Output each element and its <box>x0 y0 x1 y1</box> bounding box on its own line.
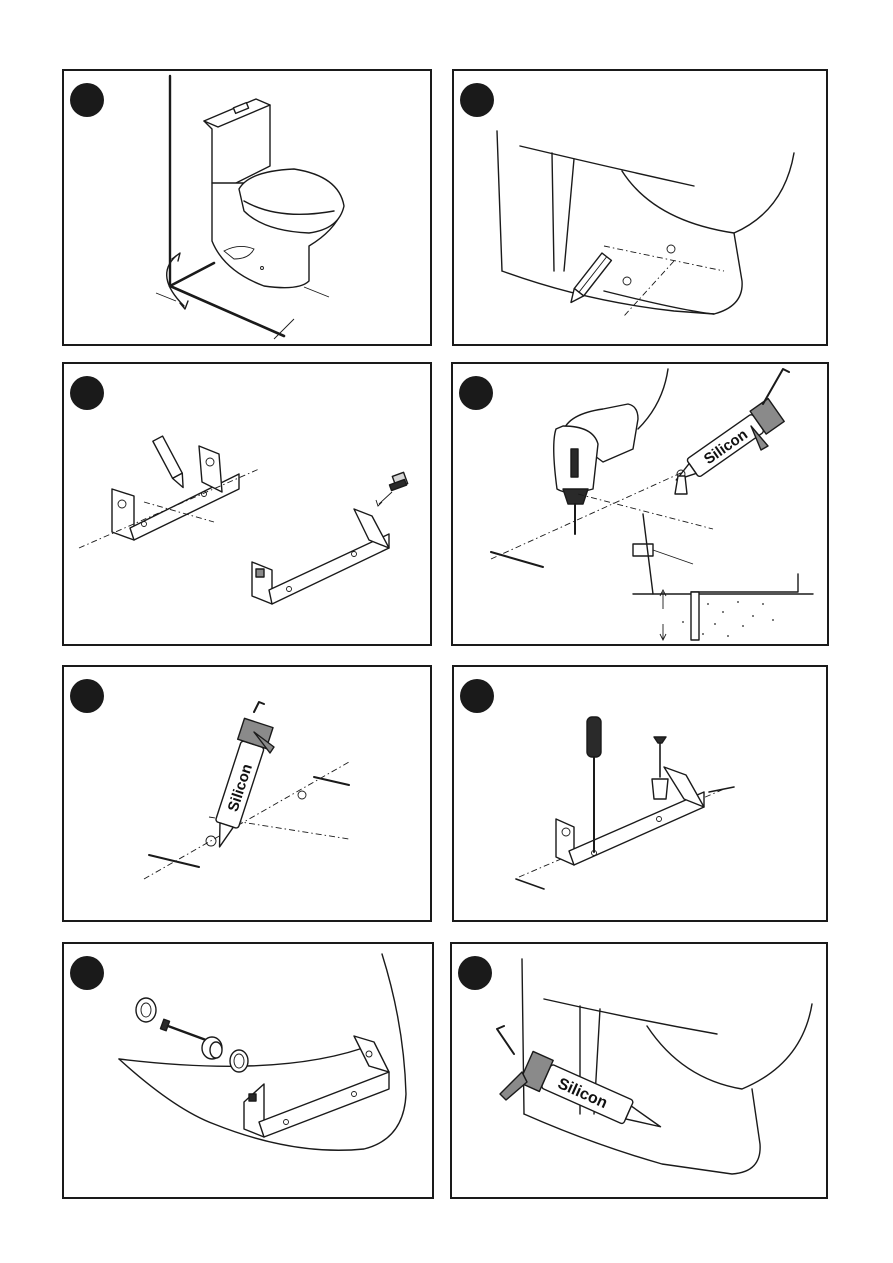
mark-holes-illustration <box>454 71 828 346</box>
washer-icon <box>230 1050 248 1072</box>
washer-icon <box>136 998 156 1022</box>
step-panel-5: Silicon <box>62 665 432 922</box>
screwdriver-icon <box>587 717 601 852</box>
step-panel-4: Silicon <box>451 362 829 646</box>
plug-icon <box>633 476 693 564</box>
bracket-marking-illustration <box>64 364 432 646</box>
step-panel-7 <box>62 942 434 1199</box>
seal-base-illustration: Silicon <box>452 944 828 1199</box>
step-panel-6 <box>452 665 828 922</box>
silicone-gun-icon: Silicon <box>668 369 789 491</box>
step-panel-1 <box>62 69 432 346</box>
washer-icon <box>202 1037 222 1059</box>
bracket-icon <box>252 509 389 604</box>
pencil-icon <box>153 436 189 490</box>
bracket-icon <box>556 767 704 865</box>
silicone-gun-icon: Silicon <box>204 702 274 851</box>
step-panel-2 <box>452 69 828 346</box>
bolt-icon <box>376 472 408 506</box>
drill-and-plug-illustration: Silicon <box>453 364 829 646</box>
toilet-icon <box>204 99 344 288</box>
bolt-assembly-illustration <box>64 944 434 1199</box>
step-panel-8: Silicon <box>450 942 828 1199</box>
drill-icon <box>554 369 668 534</box>
pencil-icon <box>566 253 611 306</box>
toilet-base-icon <box>522 959 812 1174</box>
toilet-placement-illustration <box>64 71 432 346</box>
toilet-base-icon <box>497 131 794 316</box>
bracket-icon <box>244 1036 389 1137</box>
step-panel-3 <box>62 362 432 646</box>
apply-silicone-holes-illustration: Silicon <box>64 667 432 922</box>
bolt-icon <box>160 1019 206 1040</box>
fix-bracket-illustration <box>454 667 828 922</box>
